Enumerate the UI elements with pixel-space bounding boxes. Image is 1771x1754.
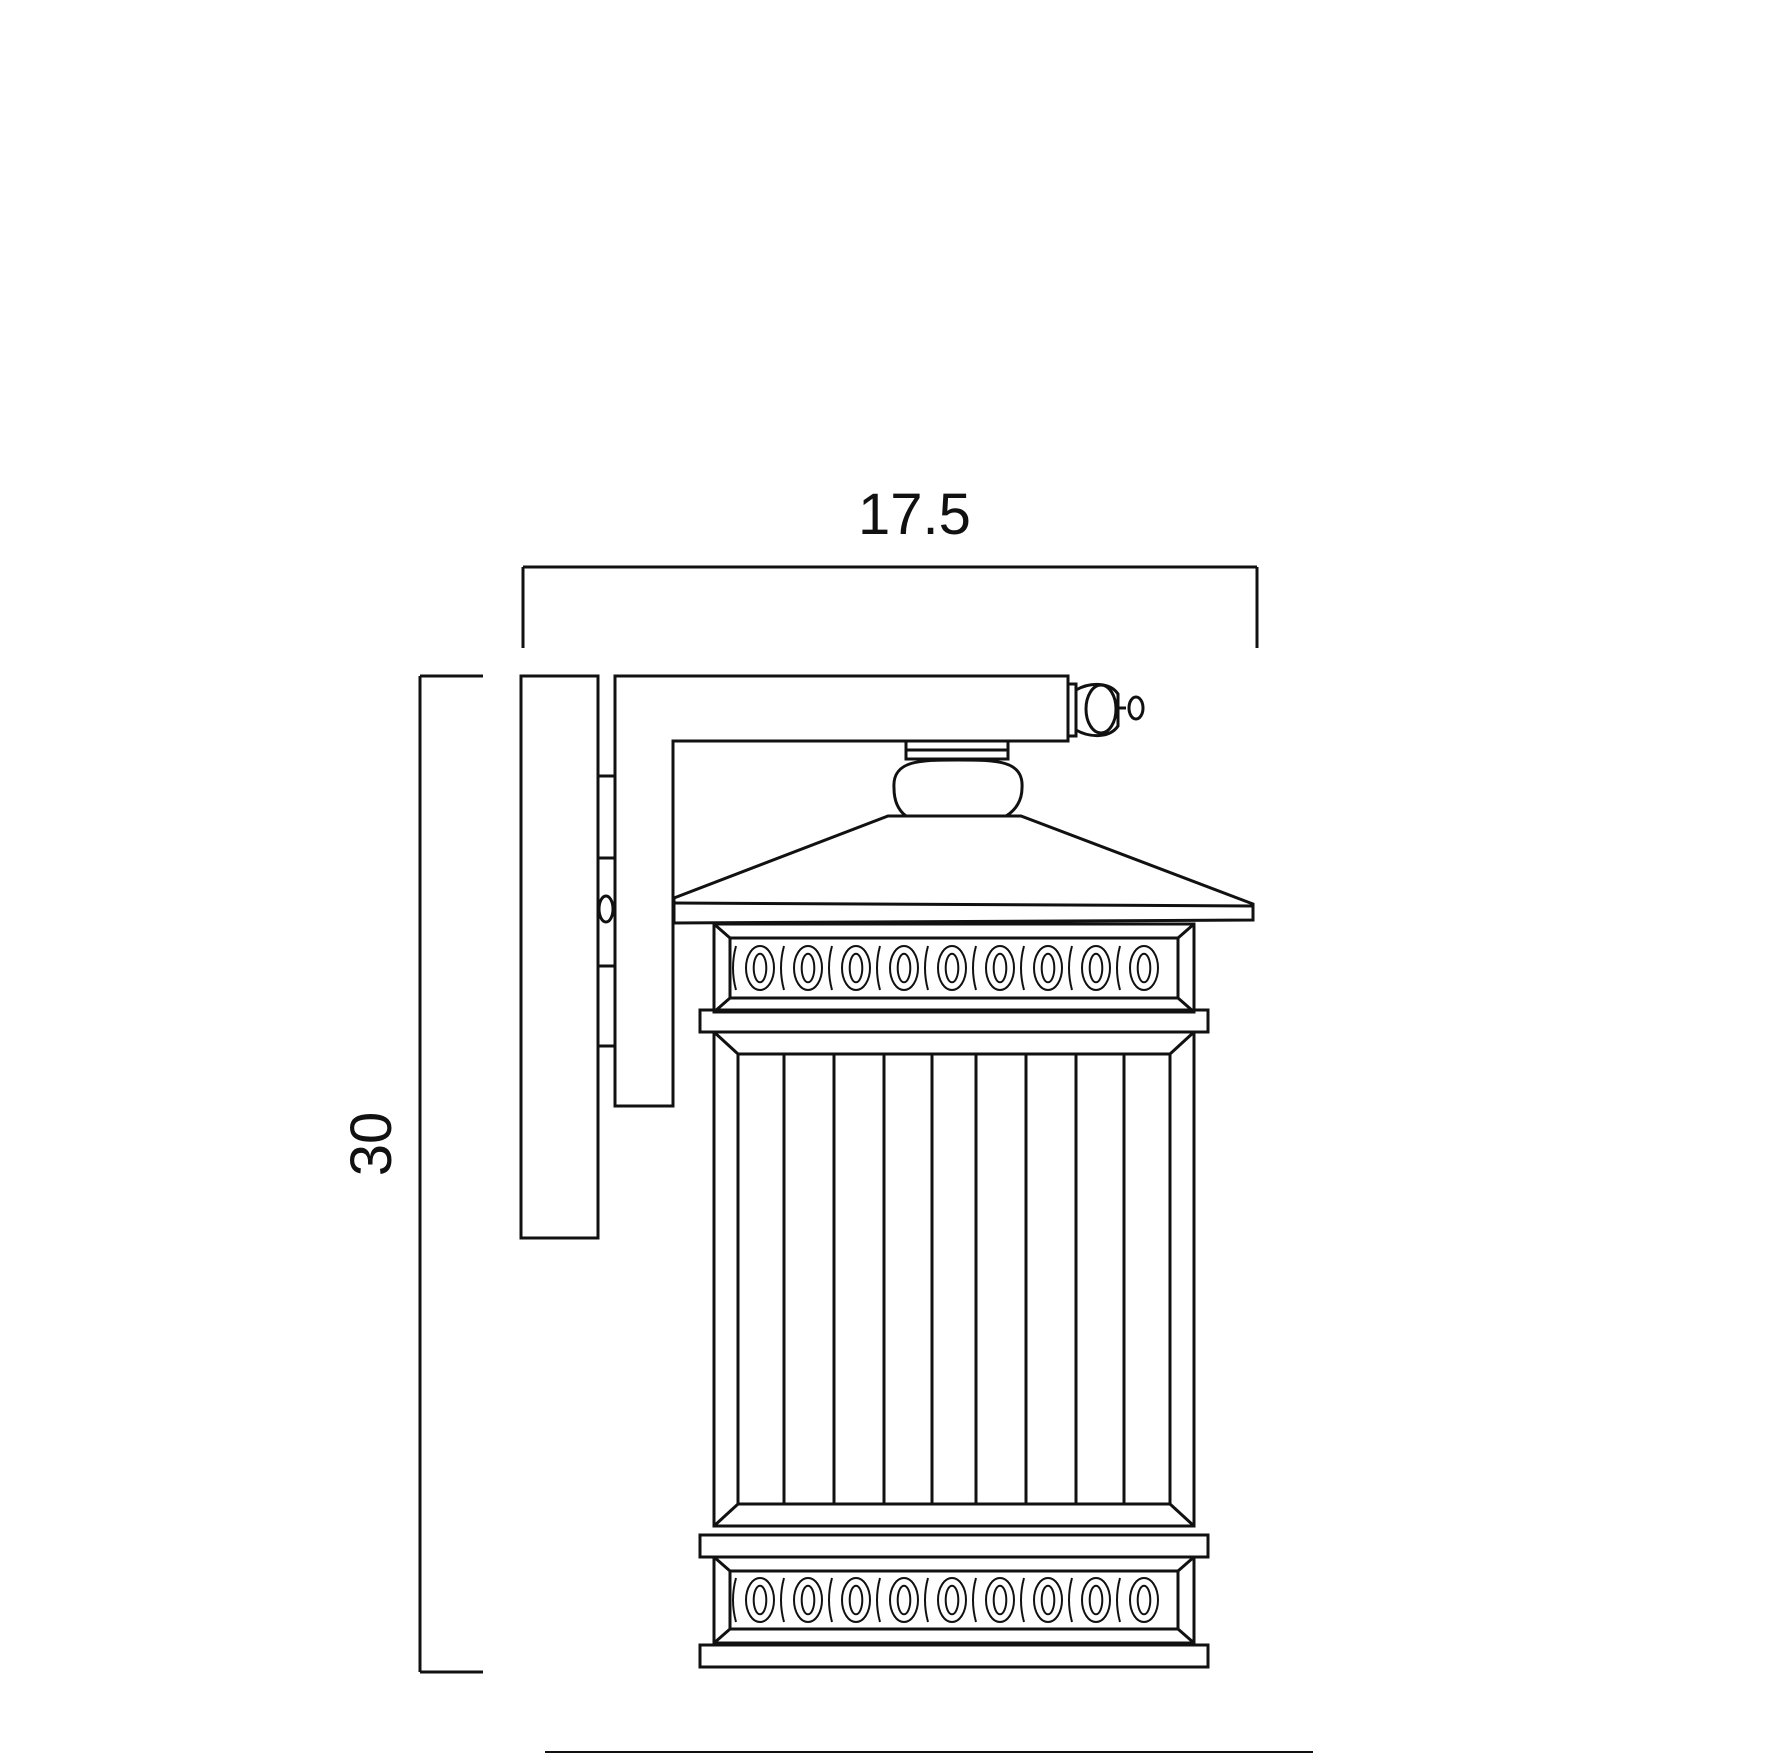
pattern-oval: [793, 945, 823, 991]
pattern-oval: [889, 1577, 919, 1623]
pattern-arc: [732, 1577, 737, 1623]
upper-band: [712, 922, 1196, 1014]
pattern-oval: [745, 1577, 775, 1623]
pattern-inner-oval: [800, 952, 816, 984]
pattern-oval: [1081, 945, 1111, 991]
width-dimension-label: 17.5: [858, 482, 971, 547]
pattern-inner-oval: [1040, 952, 1056, 984]
pattern-oval: [985, 1577, 1015, 1623]
pattern-arc: [972, 945, 977, 991]
wall-backplate: [519, 674, 600, 1240]
pattern-arc: [924, 1577, 929, 1623]
pattern-arc: [780, 945, 785, 991]
pattern-arc: [924, 945, 929, 991]
lower-ring: [698, 1533, 1210, 1559]
pattern-inner-oval: [752, 1584, 768, 1616]
pattern-oval: [1033, 945, 1063, 991]
pattern-arc: [876, 1577, 881, 1623]
pattern-oval: [745, 945, 775, 991]
pattern-oval: [937, 945, 967, 991]
pattern-oval: [1129, 945, 1159, 991]
pattern-oval: [1081, 1577, 1111, 1623]
height-dimension-line: [418, 674, 483, 1674]
pattern-inner-oval: [944, 1584, 960, 1616]
pattern-inner-oval: [752, 952, 768, 984]
pattern-inner-oval: [848, 1584, 864, 1616]
pattern-arc: [876, 945, 881, 991]
pattern-inner-oval: [1040, 1584, 1056, 1616]
pattern-arc: [1068, 1577, 1073, 1623]
pattern-oval: [793, 1577, 823, 1623]
pattern-oval: [841, 945, 871, 991]
pattern-inner-oval: [800, 1584, 816, 1616]
pattern-oval: [841, 1577, 871, 1623]
pattern-arc: [1020, 945, 1025, 991]
pattern-inner-oval: [1136, 1584, 1152, 1616]
pattern-inner-oval: [896, 1584, 912, 1616]
pattern-arc: [1020, 1577, 1025, 1623]
pattern-arc: [780, 1577, 785, 1623]
pattern-arc: [1116, 1577, 1121, 1623]
arm-finial: [1066, 682, 1145, 738]
pattern-inner-oval: [992, 952, 1008, 984]
base-ring: [698, 1643, 1210, 1669]
pattern-oval: [985, 945, 1015, 991]
pattern-inner-oval: [992, 1584, 1008, 1616]
pattern-inner-oval: [944, 952, 960, 984]
pattern-oval: [1033, 1577, 1063, 1623]
pattern-oval: [937, 1577, 967, 1623]
pattern-inner-oval: [1088, 952, 1104, 984]
glass-body: [712, 1030, 1196, 1528]
pattern-inner-oval: [1088, 1584, 1104, 1616]
width-dimension-line: [521, 565, 1259, 648]
pattern-arc: [1116, 945, 1121, 991]
arm-bracket: [613, 674, 1070, 1108]
pattern-oval: [1129, 1577, 1159, 1623]
pattern-inner-oval: [896, 952, 912, 984]
lantern-roof: [672, 814, 1255, 925]
lower-band: [712, 1555, 1196, 1645]
height-dimension-label: 30: [339, 1111, 404, 1177]
pattern-arc: [972, 1577, 977, 1623]
pattern-oval: [889, 945, 919, 991]
pattern-arc: [828, 945, 833, 991]
pattern-inner-oval: [848, 952, 864, 984]
pattern-arc: [1068, 945, 1073, 991]
pattern-arc: [732, 945, 737, 991]
backplate-tabs: [596, 774, 617, 1048]
pattern-arc: [828, 1577, 833, 1623]
hanging-collar: [892, 739, 1024, 818]
pattern-inner-oval: [1136, 952, 1152, 984]
